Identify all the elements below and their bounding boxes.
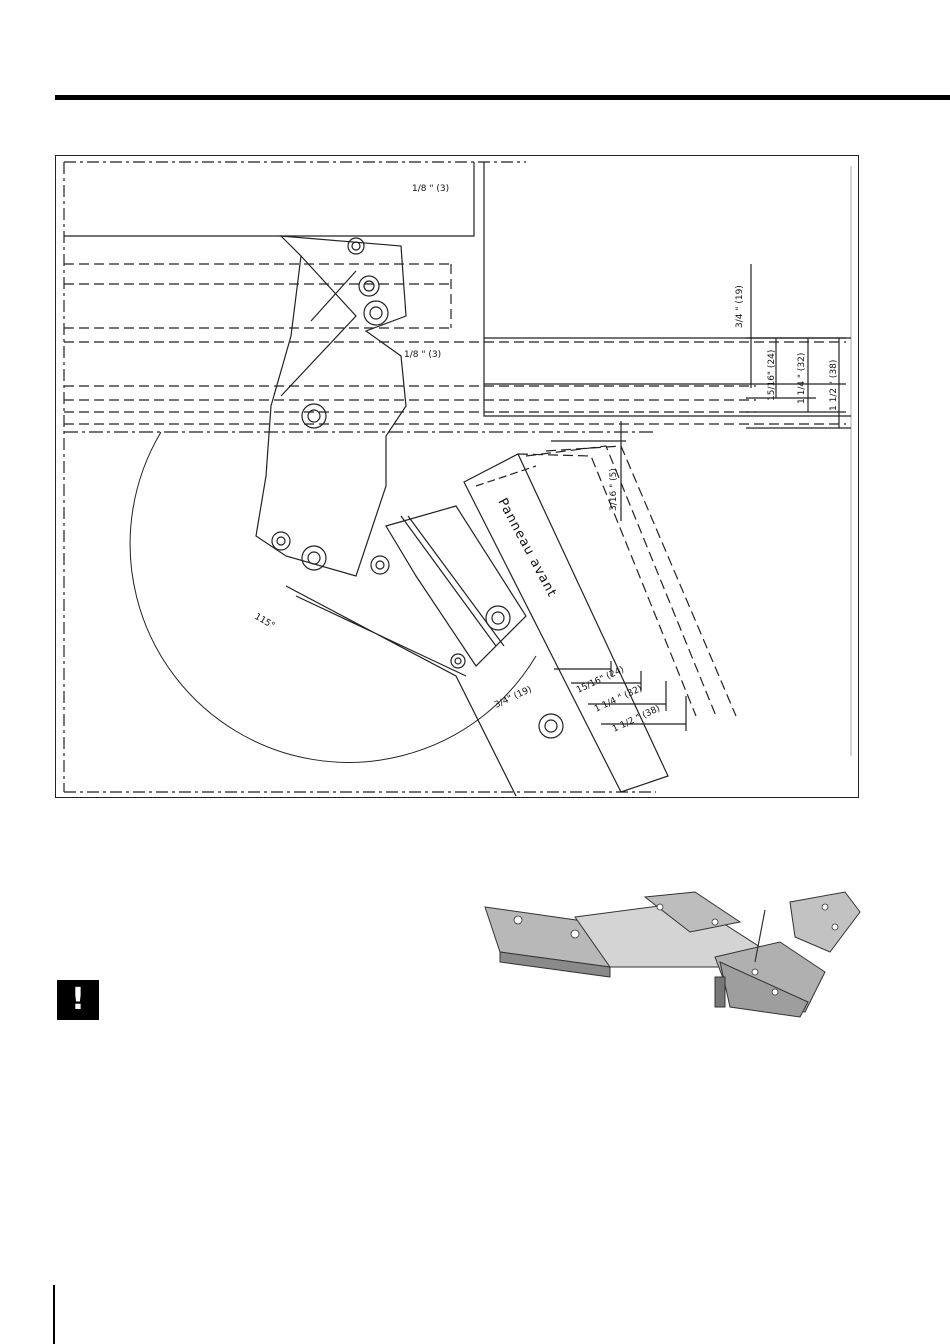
- dim-door-114: 1 1/4 " (32): [593, 684, 644, 715]
- dim-gap-top: 1/8 " (3): [412, 184, 449, 194]
- panel-label: Panneau avant: [494, 496, 559, 600]
- angle-label: 115°: [253, 612, 277, 632]
- dim-overlay-114: 1 1/4 " (32): [797, 353, 807, 404]
- dim-gap-mid: 1/8 " (3): [404, 350, 441, 360]
- dim-overlay-1516: 15/16" (24): [767, 350, 777, 401]
- dim-door-thickness: 3/4" (19): [493, 685, 533, 711]
- header-rule: [55, 95, 950, 100]
- hinge-technical-drawing: 1/8 " (3) 1/8 " (3) 3/4 " (19) 15/16" (2…: [55, 155, 859, 798]
- dim-carcass-thickness: 3/4 " (19): [735, 285, 745, 328]
- drawing-canvas: 1/8 " (3) 1/8 " (3) 3/4 " (19) 15/16" (2…: [56, 156, 860, 799]
- footer-rule: [53, 1285, 55, 1344]
- dim-offset-316: 3/16 " (5): [609, 468, 619, 511]
- hinge-isometric-illustration: [480, 882, 865, 1032]
- warning-icon: !: [57, 980, 99, 1020]
- dim-overlay-112: 1 1/2 " (38): [829, 360, 839, 411]
